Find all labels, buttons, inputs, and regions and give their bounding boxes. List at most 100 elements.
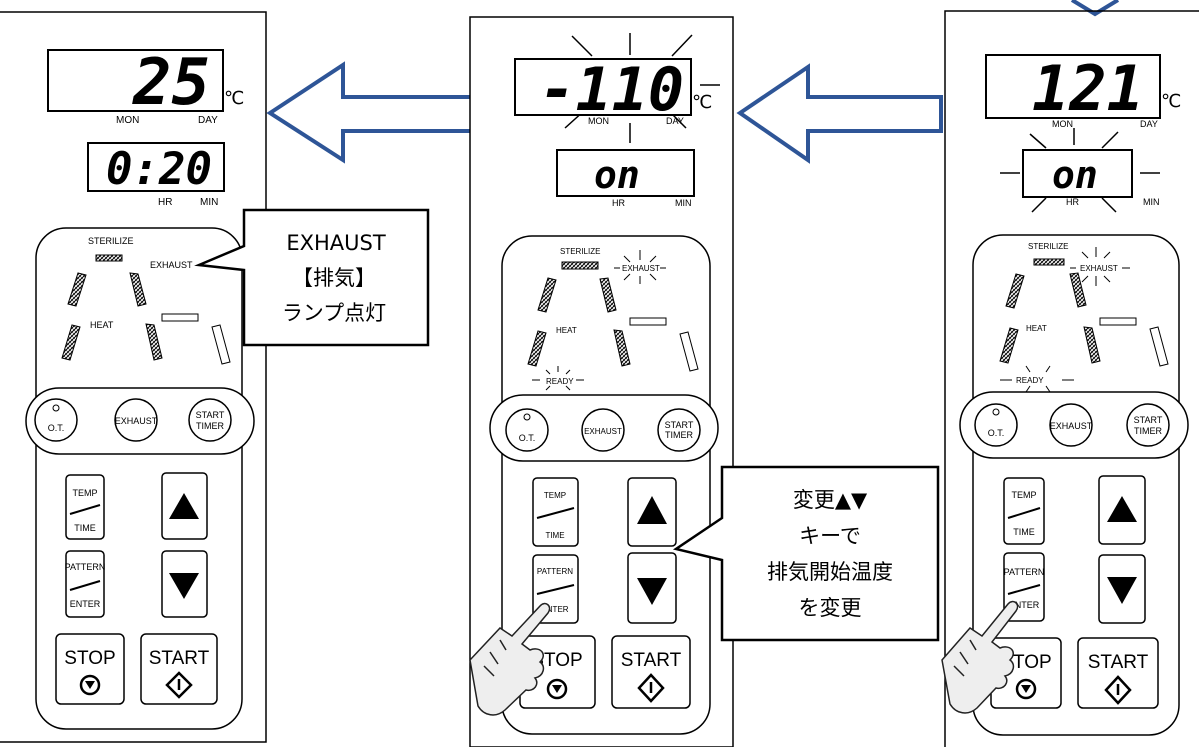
temperature-value: -110 (540, 55, 685, 125)
segment-lamp (1069, 272, 1087, 308)
segment-lamp (67, 272, 87, 307)
segment-lamp (1005, 273, 1025, 309)
svg-text:PATTERN: PATTERN (537, 567, 573, 576)
svg-text:TIMER: TIMER (196, 421, 224, 431)
up-arrow-key[interactable] (161, 472, 208, 540)
svg-text:TEMP: TEMP (1011, 490, 1036, 500)
ot-button[interactable]: O.T. (505, 408, 549, 452)
day-label: DAY (198, 115, 218, 126)
stop-button[interactable]: STOP (55, 633, 125, 705)
pointing-hand-icon (469, 602, 551, 716)
svg-text:【排気】: 【排気】 (292, 266, 376, 290)
sterilize-lamp (95, 254, 123, 262)
svg-text:TIME: TIME (545, 531, 564, 540)
hr-label: HR (612, 198, 625, 208)
svg-text:START: START (196, 410, 225, 420)
start-timer-button[interactable]: START TIMER (188, 398, 232, 442)
start-button[interactable]: START (140, 633, 218, 705)
triangle-down-icon (1107, 577, 1137, 604)
unit-celsius: ℃ (692, 92, 712, 113)
segment-lamp (61, 324, 81, 361)
indicator-bar-vertical (1149, 326, 1169, 367)
ready-label: READY (546, 377, 574, 386)
ready-flash (532, 366, 584, 391)
mon-label: MON (1052, 119, 1073, 129)
callout-exhaust-lamp: EXHAUST 【排気】 ランプ点灯 (194, 208, 430, 347)
panel-3: 121 ℃ MON DAY on HR MIN STERILIZE EXHAUS… (941, 10, 1199, 747)
svg-text:ENTER: ENTER (70, 599, 101, 609)
svg-text:ランプ点灯: ランプ点灯 (282, 301, 386, 325)
temp-time-key[interactable]: TEMP TIME (65, 474, 105, 540)
temperature-value: 121 (1032, 52, 1144, 125)
start-button[interactable]: START (611, 635, 691, 709)
svg-text:STOP: STOP (64, 648, 115, 669)
down-arrow-key[interactable] (1098, 554, 1146, 624)
svg-text:EXHAUST: EXHAUST (1050, 421, 1093, 431)
svg-text:EXHAUST: EXHAUST (584, 427, 622, 436)
min-label: MIN (200, 197, 218, 208)
down-arrow-key[interactable] (161, 550, 208, 618)
svg-text:START: START (1088, 652, 1149, 673)
time-value: on (1052, 153, 1098, 197)
ready-flash (1000, 365, 1074, 393)
mon-label: MON (116, 115, 139, 126)
up-arrow-key[interactable] (627, 477, 677, 547)
ot-button[interactable]: O.T. (34, 398, 78, 442)
start-timer-button[interactable]: START TIMER (1126, 403, 1170, 447)
segment-lamp (527, 330, 547, 367)
svg-text:PATTERN: PATTERN (1004, 567, 1045, 577)
hr-label: HR (1066, 197, 1079, 207)
segment-lamp (537, 277, 557, 313)
exhaust-button[interactable]: EXHAUST (1049, 403, 1093, 447)
panel-2: -110 ℃ MON DAY on HR MIN STERILIZE EXHAU… (469, 16, 734, 748)
sterilize-lamp (561, 261, 599, 270)
exhaust-button[interactable]: EXHAUST (114, 398, 158, 442)
down-arrow-key[interactable] (627, 552, 677, 624)
start-timer-button[interactable]: START TIMER (657, 408, 701, 452)
temperature-display (514, 58, 692, 116)
indicator-bar (1099, 317, 1137, 326)
flash-lines (1000, 128, 1160, 213)
triangle-down-icon (169, 573, 199, 599)
svg-text:キーで: キーで (799, 524, 861, 548)
svg-text:TIMER: TIMER (665, 430, 693, 440)
svg-text:EXHAUST: EXHAUST (286, 231, 386, 255)
ready-label: READY (1016, 376, 1044, 385)
exhaust-flash (614, 250, 666, 284)
mon-label: MON (588, 116, 609, 126)
svg-text:変更▲▼: 変更▲▼ (793, 488, 868, 512)
time-value: 0:20 (106, 144, 212, 195)
svg-text:O.T.: O.T. (519, 433, 536, 443)
panel-1: 25 ℃ MON DAY 0:20 HR MIN STERILIZE EXHAU… (0, 11, 267, 743)
start-button[interactable]: START (1077, 637, 1159, 709)
indicator-bar (629, 317, 667, 326)
arrow-down-partial (1070, 0, 1120, 17)
up-arrow-key[interactable] (1098, 475, 1146, 545)
day-label: DAY (666, 116, 684, 126)
sterilize-lamp (1033, 258, 1065, 266)
exhaust-flash (1070, 247, 1130, 286)
sterilize-label: STERILIZE (1028, 242, 1068, 251)
segment-lamp (145, 323, 163, 361)
time-display (1022, 149, 1133, 198)
ot-button[interactable]: O.T. (974, 403, 1018, 447)
exhaust-button[interactable]: EXHAUST (581, 408, 625, 452)
time-display (87, 142, 225, 192)
svg-text:ENTER: ENTER (541, 605, 568, 614)
min-label: MIN (675, 198, 692, 208)
triangle-up-icon (169, 493, 199, 519)
temperature-display (985, 54, 1161, 119)
svg-text:ENTER: ENTER (1009, 600, 1040, 610)
segment-lamp (1083, 326, 1101, 364)
svg-text:TEMP: TEMP (72, 488, 97, 498)
pattern-enter-key[interactable]: PATTERN ENTER (65, 550, 106, 618)
heat-label: HEAT (1026, 324, 1047, 333)
exhaust-label: EXHAUST (622, 264, 660, 273)
exhaust-label: EXHAUST (1080, 264, 1118, 273)
svg-text:O.T.: O.T. (988, 428, 1005, 438)
segment-lamp (599, 277, 617, 313)
temp-time-key[interactable]: TEMP TIME (1003, 477, 1045, 545)
segment-lamp (999, 327, 1019, 364)
svg-text:を変更: を変更 (799, 596, 862, 620)
temp-time-key[interactable]: TEMP TIME (532, 477, 579, 547)
